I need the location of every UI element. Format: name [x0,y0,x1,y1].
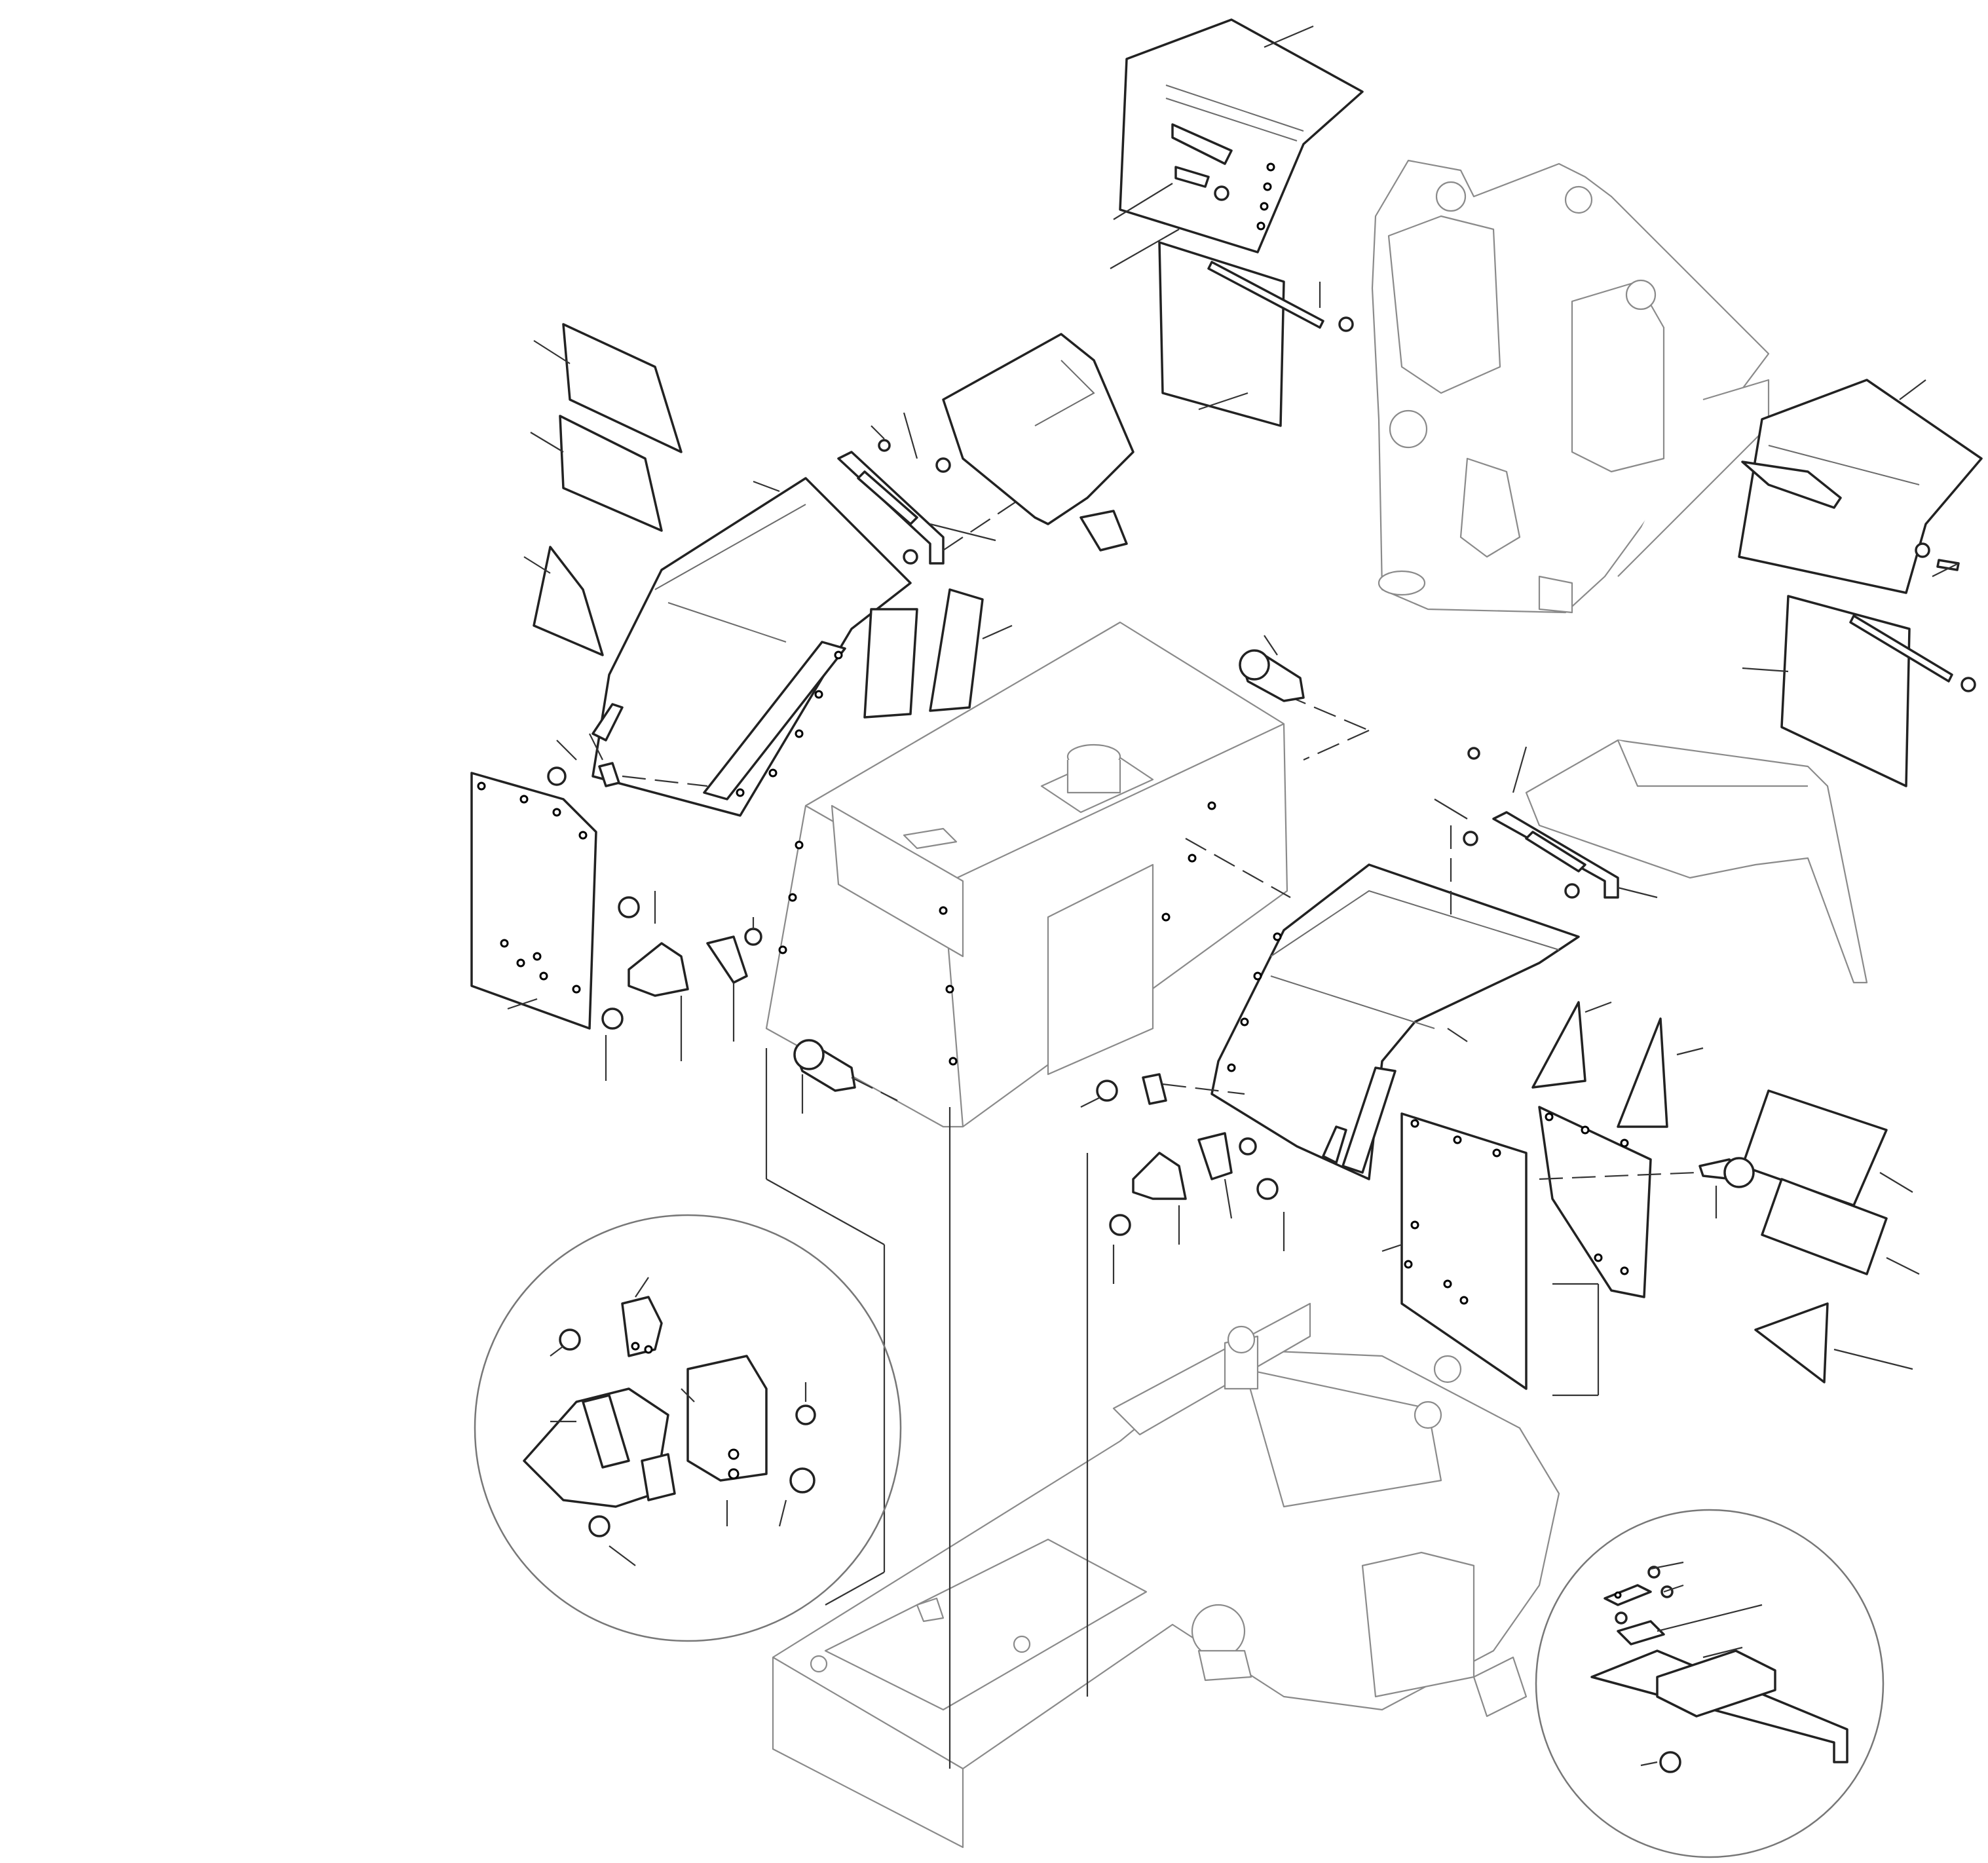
left-cover-panels [523,323,683,656]
center-bolt-upper [1239,635,1305,702]
lower-frame [765,1048,1560,1849]
light-bracket-detail-view [1535,1509,1885,1858]
right-lower-mud-flap-rear [1538,1106,1652,1397]
right-latch-assembly [1080,1073,1285,1284]
upper-mud-flap [1158,241,1354,427]
left-fender [591,477,912,817]
left-latch-assembly [547,733,762,1081]
left-fender-triangles [863,588,1013,719]
boom-foot-frame [1371,159,1770,614]
right-lower-mud-flap-front [1381,1112,1528,1390]
latch-detail-view [474,1214,902,1642]
right-light-bracket [1434,746,1658,917]
right-rear-seat [1525,739,1868,984]
center-bolt-lower [793,1039,898,1114]
upper-right-fender-shell [1738,379,1983,594]
right-cover-panels [1741,1089,1920,1383]
right-large-bolt [1539,1157,1755,1218]
right-triangle-panels [1531,1001,1704,1128]
left-light-bracket [837,412,1022,565]
upper-center-cover [942,333,1135,552]
upper-right-mud-flap [1742,595,1976,787]
right-fender [1210,863,1580,1180]
center-tool-box [765,621,1370,1128]
left-lower-mud-flap [470,772,597,1030]
upper-fender-shell [1110,18,1364,269]
